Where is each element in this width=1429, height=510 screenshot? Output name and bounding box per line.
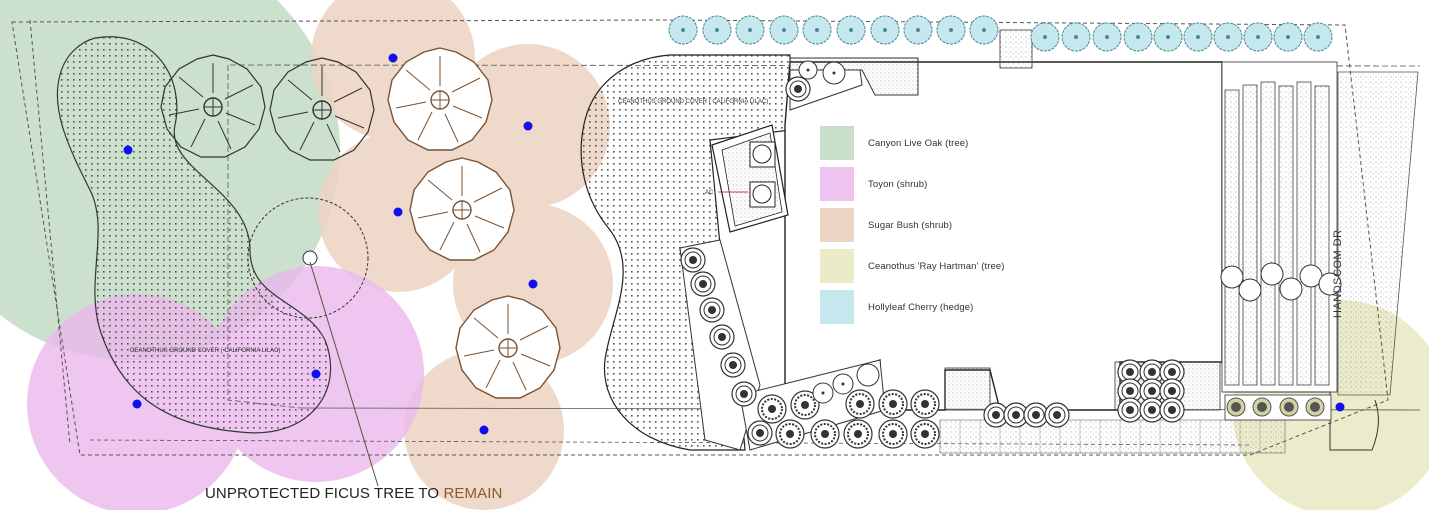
legend-label: Toyon (shrub) [868, 178, 928, 190]
property-line [11, 19, 1389, 456]
callout-text: UNPROTECTED FICUS TREE TO [205, 485, 444, 502]
legend: Canyon Live Oak (tree) Toyon (shrub) Sug… [820, 126, 1005, 331]
callout-highlight: REMAIN [443, 485, 503, 502]
legend-swatch-toyon [820, 167, 854, 201]
legend-swatch-hollyleaf-cherry [820, 290, 854, 324]
legend-label: Canyon Live Oak (tree) [868, 137, 969, 149]
legend-swatch-oak [820, 126, 854, 160]
legend-item-toyon: Toyon (shrub) [820, 167, 1005, 201]
ceanothus-row [1224, 394, 1332, 421]
legend-item-hollyleaf-cherry: Hollyleaf Cherry (hedge) [820, 290, 1005, 324]
ac-label: AC [705, 190, 714, 196]
groundcover-left [56, 36, 332, 434]
legend-swatch-ceanothus [820, 249, 854, 283]
legend-swatch-sugar-bush [820, 208, 854, 242]
groundcover-center [580, 54, 791, 451]
groundcover-label-lower: CEANOTHUS GROUND COVER ( CALIFORNIA LILA… [130, 348, 280, 354]
street-label: HANDSCOM DR [1332, 229, 1344, 318]
legend-label: Hollyleaf Cherry (hedge) [868, 301, 974, 313]
ficus-callout: UNPROTECTED FICUS TREE TO REMAIN [205, 485, 502, 502]
groundcover-label-upper: CEANOTHUS GROUND COVER ( CALIFORNIA LILA… [618, 99, 768, 105]
ficus-dripline [247, 197, 369, 319]
legend-item-oak: Canyon Live Oak (tree) [820, 126, 1005, 160]
legend-label: Ceanothus 'Ray Hartman' (tree) [868, 260, 1005, 272]
tree-markers [123, 53, 1345, 435]
legend-item-ceanothus: Ceanothus 'Ray Hartman' (tree) [820, 249, 1005, 283]
legend-item-sugar-bush: Sugar Bush (shrub) [820, 208, 1005, 242]
legend-label: Sugar Bush (shrub) [868, 219, 953, 231]
